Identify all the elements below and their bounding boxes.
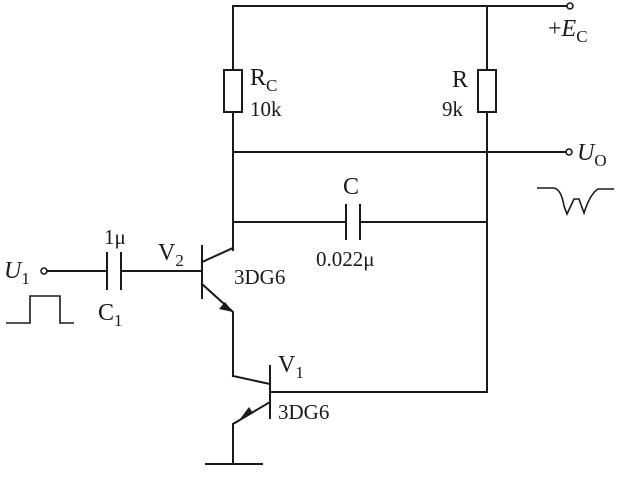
v1-label: V1 — [278, 352, 304, 382]
r-label: R — [452, 67, 468, 93]
v2-part: 3DG6 — [234, 265, 285, 289]
resistor-rc — [223, 69, 243, 113]
v1-emitter-arrow — [240, 407, 253, 419]
input-pulse-waveform — [6, 295, 74, 324]
input-label: U1 — [4, 258, 30, 288]
c1-value: 1μ — [104, 225, 126, 249]
c-label: C — [343, 174, 359, 200]
r-value: 9k — [442, 97, 464, 121]
rc-value: 10k — [250, 97, 282, 121]
output-terminal — [565, 148, 573, 156]
resistor-r — [477, 69, 497, 113]
c-value: 0.022μ — [316, 247, 375, 271]
v2-emitter-arrow — [219, 302, 233, 312]
rc-label: RC — [250, 65, 277, 95]
output-label: UO — [577, 140, 607, 170]
supply-terminal — [566, 2, 574, 10]
v2-collector — [200, 246, 235, 264]
v1-part: 3DG6 — [278, 400, 329, 424]
v1-emitter — [232, 400, 272, 465]
supply-label: +EC — [548, 16, 588, 46]
output-pulse-waveform — [537, 187, 614, 217]
v2-label: V2 — [158, 240, 184, 270]
v2-emitter — [200, 282, 234, 377]
c1-label: C1 — [98, 300, 123, 330]
v1-collector — [231, 374, 272, 386]
